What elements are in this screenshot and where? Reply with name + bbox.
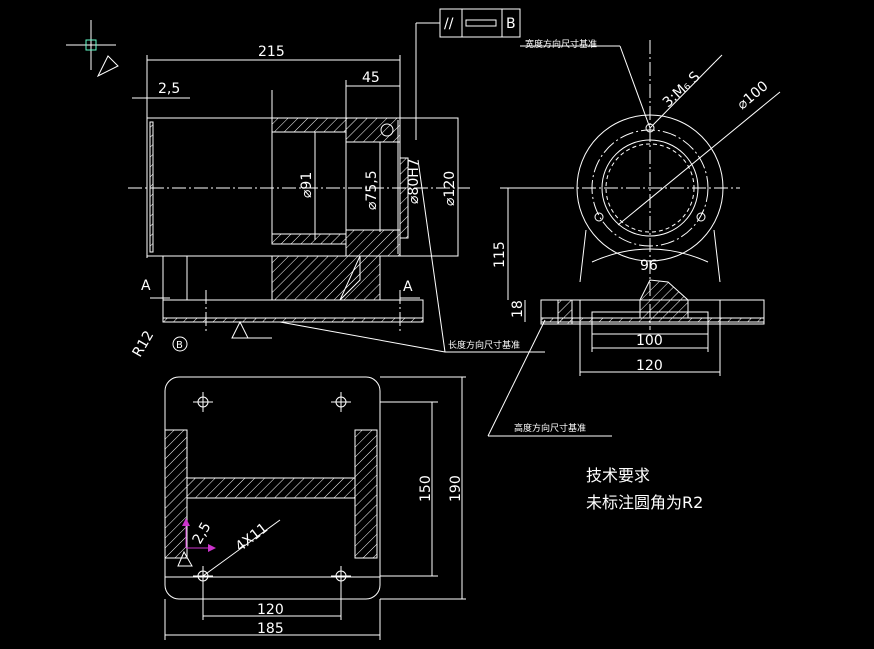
datum-height-label: 高度方向尺寸基准: [514, 422, 586, 434]
datum-b-marker: B: [176, 340, 183, 351]
tech-req-title: 技术要求: [586, 466, 650, 485]
dim-dia-80h7: ⌀80H7: [406, 158, 422, 204]
dim-width-120: 120: [636, 358, 663, 374]
dim-plan-185: 185: [257, 621, 284, 637]
dim-dia-75-5: ⌀75,5: [364, 170, 380, 210]
side-view: [500, 40, 781, 376]
tolerance-symbol: //: [444, 16, 454, 32]
dim-plan-120: 120: [257, 602, 284, 618]
datum-length-label: 长度方向尺寸基准: [448, 339, 520, 351]
dim-plan-150: 150: [418, 475, 434, 502]
dim-holes-4x11: 4X11: [233, 520, 271, 555]
dim-plan-190: 190: [448, 475, 464, 502]
dim-dia-100: ⌀100: [734, 78, 771, 113]
dim-chamfer-2-5: 2,5: [190, 520, 215, 547]
tolerance-datum: B: [506, 16, 516, 32]
dim-width-100: 100: [636, 333, 663, 349]
tech-req-line1: 未标注圆角为R2: [586, 493, 703, 512]
dim-215: 215: [258, 44, 285, 60]
dim-2-5: 2,5: [158, 81, 180, 97]
dim-height-18: 18: [510, 300, 526, 318]
datum-width-label: 宽度方向尺寸基准: [525, 38, 597, 50]
plan-view: [164, 376, 466, 640]
dim-dia-120: ⌀120: [442, 171, 458, 206]
section-label-left: A: [141, 278, 151, 294]
section-label-right: A: [403, 279, 413, 295]
dim-45: 45: [362, 70, 380, 86]
dim-thread: 3:M₆ S: [660, 69, 704, 111]
datum-leaders: [279, 45, 651, 437]
ucs-marker-icon: [66, 20, 119, 78]
tolerance-frame: [415, 8, 521, 140]
front-view: [128, 55, 470, 352]
radius-label: R12: [130, 328, 158, 360]
dim-width-96: 96: [640, 258, 658, 274]
dim-dia-91: ⌀91: [299, 172, 315, 198]
dim-height-115: 115: [492, 241, 508, 268]
